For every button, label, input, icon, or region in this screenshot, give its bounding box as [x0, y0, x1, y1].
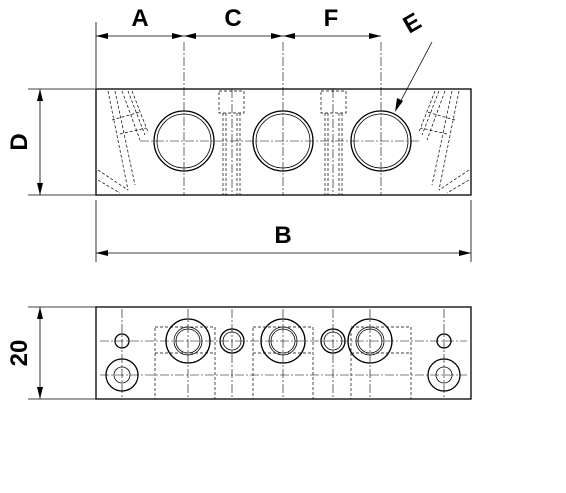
- dimension-b: B: [95, 200, 472, 262]
- label-e: E: [399, 8, 426, 39]
- port-1: [153, 110, 215, 172]
- small-hole-left: [114, 333, 130, 349]
- hidden-hole-1: [218, 90, 245, 195]
- label-b: B: [274, 222, 291, 249]
- top-screw-2: [320, 328, 346, 354]
- mount-hole-left: [105, 358, 139, 392]
- dimension-20: 20: [6, 306, 96, 400]
- hidden-slant-left: [97, 90, 149, 194]
- port-2: [252, 110, 314, 172]
- mount-hole-right: [427, 358, 461, 392]
- leader-e: E: [395, 8, 433, 112]
- label-d: D: [6, 133, 33, 150]
- hidden-slant-right: [418, 90, 470, 194]
- label-a: A: [131, 5, 148, 32]
- label-height: 20: [6, 340, 33, 367]
- top-view: [95, 306, 472, 400]
- top-port-2: [260, 318, 306, 364]
- label-c: C: [224, 5, 241, 32]
- small-hole-right: [436, 333, 452, 349]
- label-f: F: [324, 5, 339, 32]
- front-view: [95, 42, 472, 196]
- top-port-1: [165, 318, 211, 364]
- hidden-hole-2: [320, 90, 347, 195]
- top-port-3: [347, 318, 393, 364]
- dimension-d: D: [6, 88, 96, 196]
- port-3: [350, 110, 412, 172]
- dimension-chain-top: A C F: [95, 5, 381, 88]
- top-screw-1: [219, 328, 245, 354]
